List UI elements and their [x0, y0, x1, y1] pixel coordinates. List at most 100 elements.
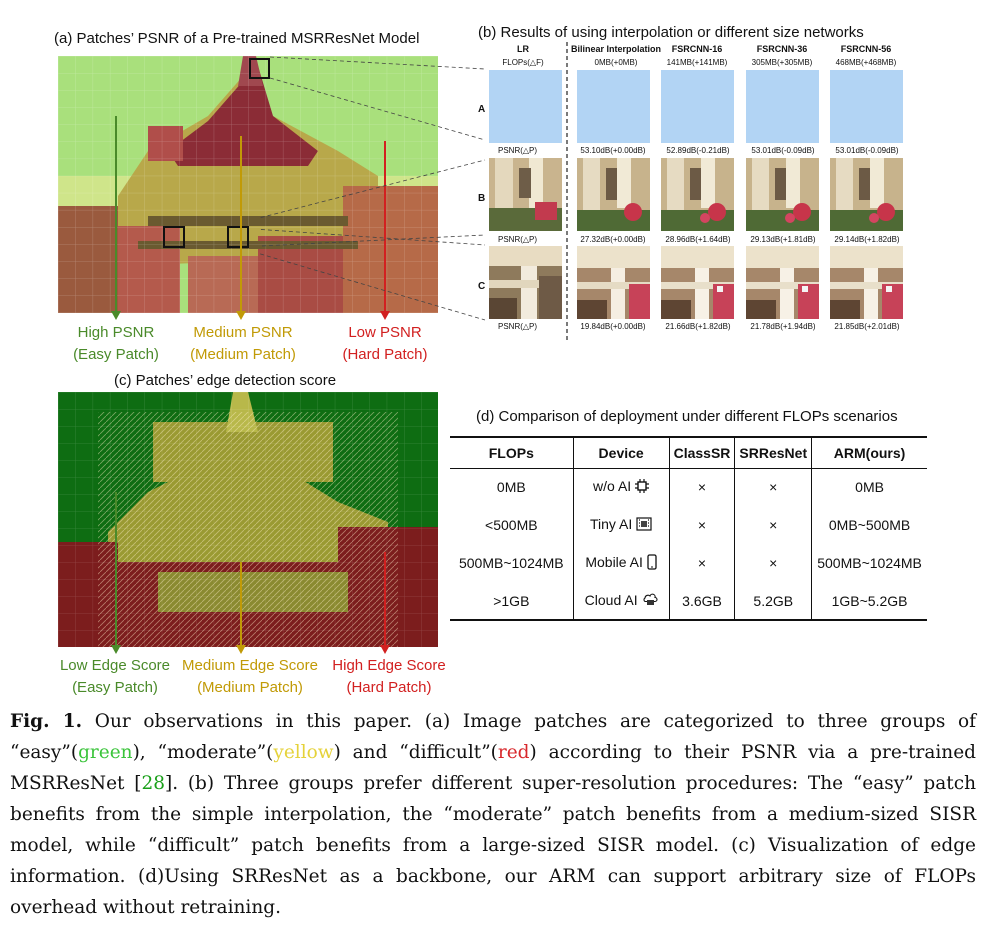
thumb-c-fsrcnn16 — [661, 246, 734, 319]
thumb-a-fsrcnn56 — [830, 70, 903, 143]
figure-label: Fig. 1. — [10, 711, 83, 732]
psnr-a-fsrcnn56: 53.01dB(-0.09dB) — [835, 146, 899, 155]
row-letter-b: B — [478, 193, 486, 204]
psnr-heatmap-image — [58, 56, 438, 313]
psnr-a-fsrcnn16: 52.89dB(-0.21dB) — [666, 146, 730, 155]
thumb-c-bilinear — [577, 246, 650, 319]
low-edge-score-label: Low Edge Score(Easy Patch) — [59, 657, 171, 696]
psnr-label-c: PSNR(△P) — [498, 322, 538, 331]
panel-connectors — [260, 56, 486, 321]
psnr-c-fsrcnn36: 21.78dB(+1.94dB) — [750, 322, 816, 331]
header-classsr: ClassSR — [668, 436, 735, 469]
caption-text: ) according to their PSNR via a pre-trai… — [10, 742, 976, 794]
header-arm: ARM(ours) — [811, 436, 927, 469]
col-head-lr: LR — [517, 44, 529, 54]
board-icon — [636, 517, 652, 534]
panel-a-arrowheads — [111, 311, 390, 320]
cell-arm: 0MB — [811, 468, 927, 506]
thumb-a-bilinear — [577, 70, 650, 143]
psnr-c-fsrcnn56: 21.85dB(+2.01dB) — [834, 322, 900, 331]
header-device: Device — [572, 436, 670, 469]
cell-classsr: × — [668, 468, 735, 506]
cell-flops: 0MB — [496, 479, 526, 496]
table-row: >1GB Cloud AI 3.6GB 5.2GB 1GB~5.2GB — [450, 582, 927, 621]
cell-flops: >1GB — [450, 582, 574, 621]
panel-c-arrowheads — [111, 645, 390, 654]
cell-device: Tiny AI — [572, 506, 670, 544]
thumb-b-fsrcnn16 — [661, 158, 734, 231]
thumb-c-fsrcnn36 — [746, 246, 819, 319]
caption-text: ) and “difficult”( — [333, 742, 498, 763]
figure-caption: Fig. 1. Our observations in this paper. … — [10, 706, 976, 923]
thumb-b-bilinear — [577, 158, 650, 231]
psnr-c-bilinear: 19.84dB(+0.00dB) — [580, 322, 646, 331]
cell-classsr: 3.6GB — [668, 582, 735, 621]
table-row: 0MB w/o AI × × 0MB — [450, 468, 927, 506]
cell-srresnet: × — [734, 506, 812, 544]
cell-classsr: × — [668, 506, 735, 544]
cell-arm: 500MB~1024MB — [811, 544, 927, 582]
cell-srresnet: 5.2GB — [734, 582, 812, 621]
flops-fsrcnn56: 468MB(+468MB) — [835, 58, 897, 67]
psnr-b-fsrcnn16: 28.96dB(+1.64dB) — [665, 235, 731, 244]
col-head-fsrcnn56: FSRCNN-56 — [840, 44, 892, 54]
table-header-row: FLOPs Device ClassSR SRResNet ARM(ours) — [450, 436, 927, 469]
thumb-b-fsrcnn36 — [746, 158, 819, 231]
header-srresnet: SRResNet — [734, 436, 812, 469]
cell-srresnet: × — [734, 468, 812, 506]
cell-srresnet: × — [734, 544, 812, 582]
table-row: 500MB~1024MB Mobile AI × × 500MB~1024MB — [450, 544, 927, 582]
flops-fsrcnn36: 305MB(+305MB) — [751, 58, 813, 67]
high-psnr-label: High PSNR(Easy Patch) — [73, 324, 159, 363]
table-row: <500MB Tiny AI × × 0MB~500MB — [450, 506, 927, 544]
psnr-a-fsrcnn36: 53.01dB(-0.09dB) — [751, 146, 815, 155]
cell-device: Mobile AI — [572, 544, 670, 582]
citation-link[interactable]: 28 — [141, 773, 165, 794]
cell-device: w/o AI — [572, 468, 670, 506]
phone-icon — [647, 553, 657, 573]
caption-red-word: red — [497, 742, 530, 763]
row-letter-c: C — [478, 281, 486, 292]
caption-text: ), “moderate”( — [132, 742, 274, 763]
cloud-server-icon — [642, 592, 658, 609]
thumb-b-fsrcnn56 — [830, 158, 903, 231]
psnr-c-fsrcnn16: 21.66dB(+1.82dB) — [665, 322, 731, 331]
panel-d-title: (d) Comparison of deployment under diffe… — [476, 408, 898, 425]
panel-c-title: (c) Patches’ edge detection score — [114, 372, 337, 389]
chip-icon — [635, 479, 650, 496]
psnr-label-b: PSNR(△P) — [498, 235, 538, 244]
flops-fsrcnn16: 141MB(+141MB) — [666, 58, 728, 67]
thumb-a-fsrcnn16 — [661, 70, 734, 143]
cell-device: Cloud AI — [572, 582, 670, 621]
edge-score-heatmap-image — [58, 392, 438, 647]
thumb-c-lr — [489, 246, 562, 319]
flops-label: FLOPs(△F) — [502, 58, 544, 67]
high-edge-score-label: High Edge Score(Hard Patch) — [332, 657, 446, 696]
thumb-a-lr — [489, 70, 562, 143]
flops-bilinear: 0MB(+0MB) — [594, 58, 638, 67]
cell-classsr: × — [668, 544, 735, 582]
cell-arm: 1GB~5.2GB — [811, 582, 927, 621]
psnr-b-fsrcnn36: 29.13dB(+1.81dB) — [750, 235, 816, 244]
panel-a-title: (a) Patches’ PSNR of a Pre-trained MSRRe… — [54, 30, 420, 47]
medium-psnr-label: Medium PSNR(Medium Patch) — [190, 324, 296, 363]
psnr-a-bilinear: 53.10dB(+0.00dB) — [580, 146, 646, 155]
deployment-comparison-table: FLOPs Device ClassSR SRResNet ARM(ours) … — [450, 436, 927, 621]
col-head-bilinear: Bilinear Interpolation — [570, 44, 661, 54]
col-head-fsrcnn16: FSRCNN-16 — [671, 44, 723, 54]
cell-flops: <500MB — [485, 517, 538, 533]
caption-green-word: green — [78, 742, 133, 763]
thumb-a-fsrcnn36 — [746, 70, 819, 143]
lr-separator — [566, 42, 568, 342]
thumb-c-fsrcnn56 — [830, 246, 903, 319]
caption-text: Our observations in this paper. (a) Imag… — [10, 711, 976, 763]
panel-b-title: (b) Results of using interpolation or di… — [478, 24, 864, 41]
medium-edge-score-label: Medium Edge Score(Medium Patch) — [182, 657, 318, 696]
cell-flops: 500MB~1024MB — [458, 555, 564, 571]
thumb-b-lr — [489, 158, 562, 231]
psnr-b-fsrcnn56: 29.14dB(+1.82dB) — [834, 235, 900, 244]
caption-text: ]. (b) Three groups prefer different sup… — [10, 773, 976, 918]
cell-arm: 0MB~500MB — [811, 506, 927, 544]
col-head-fsrcnn36: FSRCNN-36 — [756, 44, 808, 54]
header-flops: FLOPs — [450, 436, 574, 469]
